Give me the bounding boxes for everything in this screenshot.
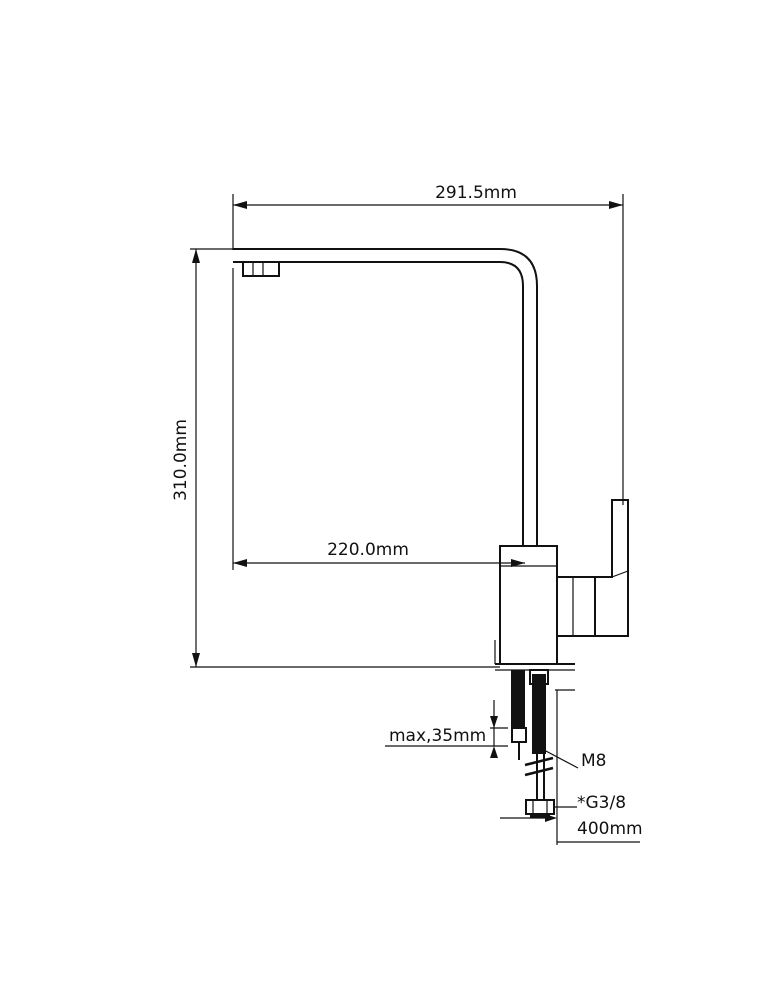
- deck-thickness-dimension: max,35mm: [385, 689, 575, 758]
- spout-reach-label: 220.0mm: [327, 540, 409, 560]
- hose-length-label: 400mm: [577, 819, 643, 839]
- overall-width-dimension: 291.5mm: [232, 183, 624, 505]
- spout-reach-dimension: 220.0mm: [232, 268, 525, 570]
- faucet-body: [499, 545, 558, 665]
- stud-thread-label: M8: [581, 751, 606, 771]
- deck-thickness-label: max,35mm: [389, 726, 486, 746]
- deck-plate: [494, 640, 575, 671]
- spout: [233, 248, 538, 546]
- height-label: 310.0mm: [171, 419, 191, 501]
- overall-width-label: 291.5mm: [435, 183, 517, 203]
- lever-handle: [557, 499, 629, 637]
- aerator: [242, 261, 280, 277]
- hose-connection-label: *G3/8: [577, 793, 626, 813]
- height-dimension: 310.0mm: [171, 248, 500, 668]
- stud-thread-callout: M8: [543, 749, 606, 771]
- hose-length-dimension: 400mm: [500, 690, 643, 845]
- hose-connection-callout: *G3/8: [554, 793, 626, 813]
- mounting-stud: [511, 669, 555, 818]
